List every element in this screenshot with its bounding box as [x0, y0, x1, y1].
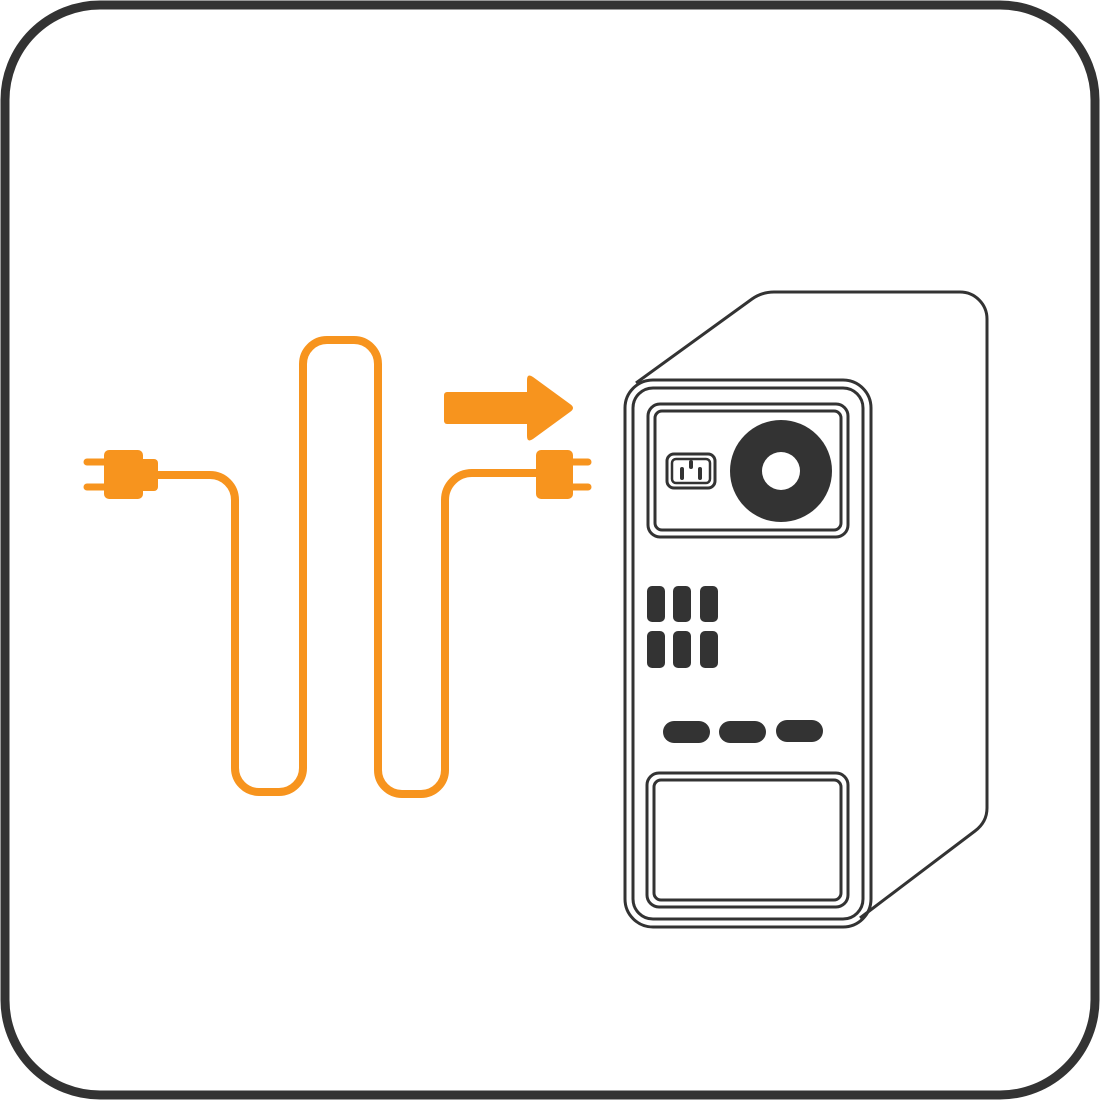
- power-socket-icon: [665, 452, 717, 490]
- computer-tower-icon: [623, 290, 989, 929]
- drive-bay-panel: [645, 771, 850, 909]
- power-plug-icon: [83, 450, 158, 499]
- power-supply-panel: [646, 402, 850, 539]
- power-cable: [156, 336, 538, 798]
- port-slots: [663, 720, 823, 743]
- computer-side: [635, 290, 989, 920]
- computer-front: [623, 378, 873, 929]
- arrow-right-icon: [444, 375, 573, 441]
- vent-grille: [647, 586, 718, 668]
- power-plug-icon: [536, 450, 592, 499]
